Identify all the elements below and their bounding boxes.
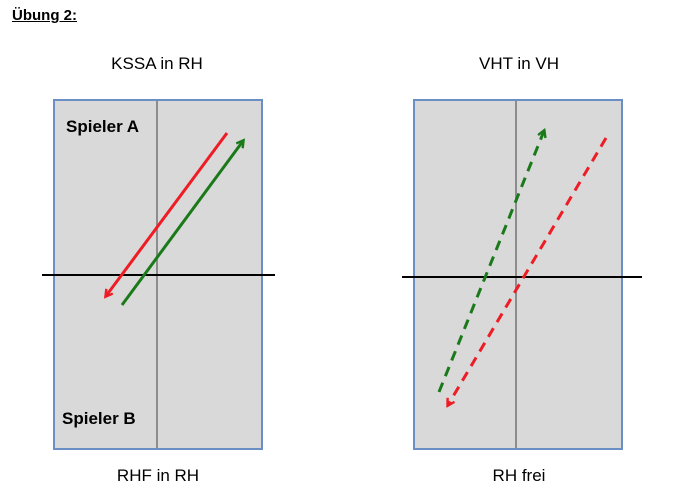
green-arrow-to-player-a bbox=[120, 141, 243, 306]
red-dashed-arrow-down bbox=[448, 137, 608, 405]
left-bottom-label: RHF in RH bbox=[116, 466, 200, 485]
green-dashed-arrow-up bbox=[437, 131, 544, 393]
left-top-label: KSSA in RH bbox=[111, 54, 203, 73]
player-a-label: Spieler A bbox=[66, 117, 140, 136]
right-bottom-label: RH frei bbox=[492, 466, 546, 485]
red-arrow-to-player-b bbox=[106, 132, 229, 296]
right-top-label: VHT in VH bbox=[479, 54, 559, 73]
right-court bbox=[413, 99, 623, 450]
exercise-heading: Übung 2: bbox=[12, 7, 77, 24]
player-b-label: Spieler B bbox=[62, 409, 136, 428]
